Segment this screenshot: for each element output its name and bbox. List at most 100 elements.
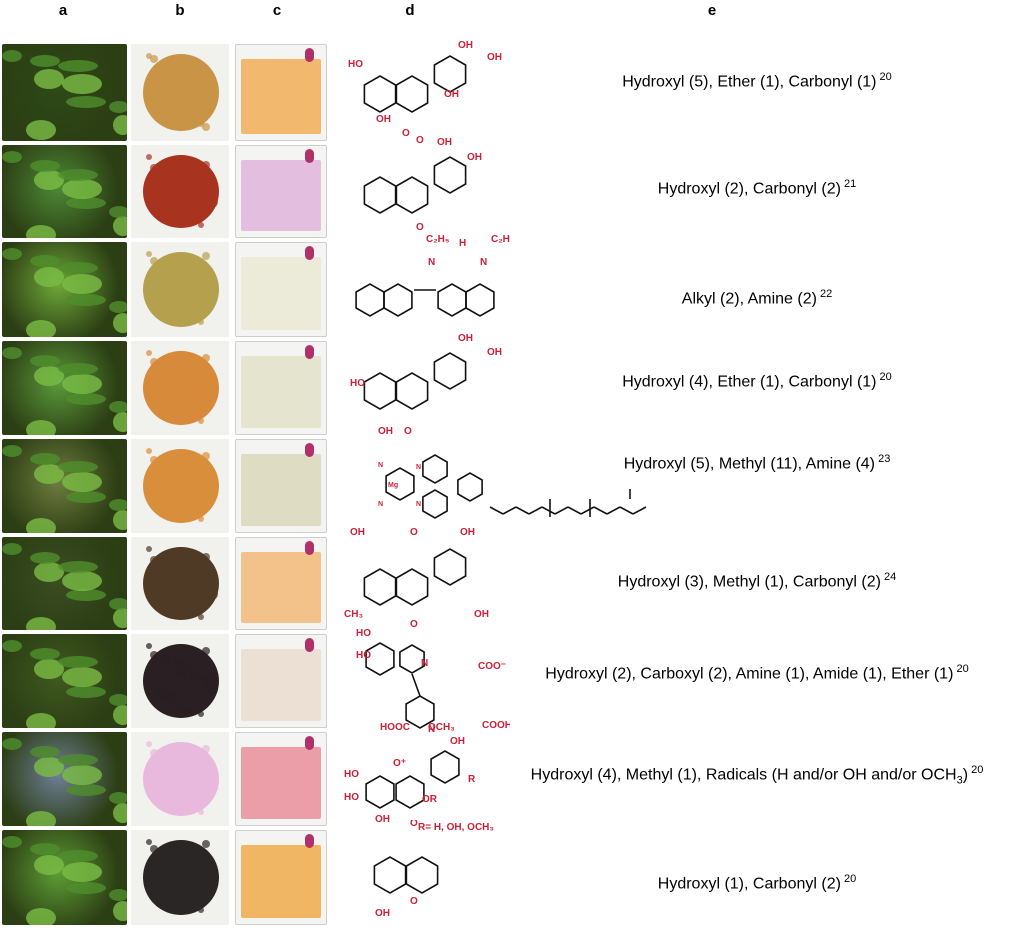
dye-powder <box>131 732 229 826</box>
film-marker <box>305 48 314 62</box>
structure-label: N <box>428 724 435 735</box>
structure-label: OH <box>487 52 502 63</box>
plant-photo <box>2 44 127 141</box>
structure-label: HOOC <box>380 722 410 733</box>
reference-number: 20 <box>876 371 892 383</box>
structure-label: H <box>459 238 466 249</box>
functional-groups-text: Hydroxyl (5), Ether (1), Carbonyl (1) 20 <box>622 71 892 91</box>
film-marker <box>305 149 314 163</box>
structure-label: OH <box>378 426 393 437</box>
structure-label: OH <box>375 814 390 825</box>
film-marker <box>305 541 314 555</box>
plant-photo <box>2 830 127 925</box>
column-header-b: b <box>175 2 185 19</box>
structure-label: HO <box>356 628 371 639</box>
plant-photo <box>2 634 127 728</box>
column-header-e: e <box>707 2 717 19</box>
functional-groups-text: Hydroxyl (3), Methyl (1), Carbonyl (2) 2… <box>617 571 897 591</box>
dyed-film <box>235 732 327 826</box>
functional-groups-text: Hydroxyl (1), Carbonyl (2) 20 <box>657 873 857 893</box>
structure-label: N <box>416 501 421 508</box>
structure-label: C₂H₅ <box>426 234 450 245</box>
dyed-film <box>235 44 327 141</box>
structure-label: O <box>402 128 410 139</box>
film-marker <box>305 246 314 260</box>
film-marker <box>305 345 314 359</box>
plant-photo <box>2 537 127 630</box>
structure-label: HO <box>356 650 371 661</box>
structure-label: OH <box>487 347 502 358</box>
figure-row-2: O OH OH O Hydroxyl (2), Carbonyl (2) 21 <box>0 135 1024 238</box>
functional-groups-text: Hydroxyl (2), Carbonyl (2) 21 <box>657 178 857 198</box>
functional-groups-text: Hydroxyl (2), Carboxyl (2), Amine (1), A… <box>545 663 969 683</box>
structure-label: N <box>416 464 421 471</box>
structure-label: C₂H₅ <box>491 234 510 245</box>
structure-label: O <box>404 426 412 437</box>
figure-row-1: OH OH HO OH OH O Hydroxyl (5), Ether (1), Carb… <box>0 40 1024 141</box>
structure-label: OH <box>450 736 465 747</box>
structure-label: HO <box>344 792 359 803</box>
film-marker <box>305 638 314 652</box>
structure-label: OH <box>467 152 482 163</box>
dyed-film <box>235 145 327 238</box>
reference-number: 20 <box>968 764 984 776</box>
structure-label: OH <box>437 137 452 148</box>
structure-label: R= H, OH, OCH₃ <box>418 822 494 833</box>
reference-number: 20 <box>840 873 857 885</box>
chemical-structure: O OH OH O <box>340 135 510 255</box>
structure-label: O <box>416 222 424 233</box>
plant-photo <box>2 242 127 337</box>
functional-groups-text: Alkyl (2), Amine (2) 22 <box>681 288 833 308</box>
structure-label: OH <box>376 114 391 125</box>
film-marker <box>305 443 314 457</box>
structure-label: OR <box>422 794 438 805</box>
reference-number: 21 <box>840 178 857 190</box>
structure-label: N <box>421 658 428 669</box>
plant-photo <box>2 341 127 435</box>
chemical-structure: C₂H₅HC₂H₅NN <box>340 232 515 352</box>
structure-label: OCH₃ <box>428 722 455 733</box>
reference-number: 24 <box>880 571 897 583</box>
functional-groups-text: Hydroxyl (4), Methyl (1), Radicals (H an… <box>530 764 984 787</box>
dyed-film <box>235 242 327 337</box>
dye-powder <box>131 537 229 630</box>
structure-label: OH <box>350 527 365 538</box>
dye-powder <box>131 242 229 337</box>
dye-powder <box>131 341 229 435</box>
functional-groups-text: Hydroxyl (5), Methyl (11), Amine (4) 23 <box>623 453 891 473</box>
structure-label: O⁺ <box>393 758 406 769</box>
structure-label: OH <box>458 40 473 51</box>
structure-label: O <box>410 619 418 630</box>
plant-photo <box>2 732 127 826</box>
structure-label: O <box>416 135 424 146</box>
dyed-film <box>235 439 327 533</box>
reference-number: 22 <box>816 288 833 300</box>
dye-powder <box>131 44 229 141</box>
dyed-film <box>235 537 327 630</box>
column-header-c: c <box>272 2 282 19</box>
film-marker <box>305 736 314 750</box>
dye-powder <box>131 145 229 238</box>
reference-number: 20 <box>876 71 892 83</box>
structure-label: COOH <box>482 720 510 731</box>
structure-label: OH <box>444 89 459 100</box>
functional-groups-text: Hydroxyl (4), Ether (1), Carbonyl (1) 20 <box>622 371 892 391</box>
structure-label: CH₃ <box>344 609 363 620</box>
structure-label: O <box>410 527 418 538</box>
structure-label: HO <box>348 59 363 70</box>
film-marker <box>305 834 314 848</box>
structure-label: N <box>428 257 435 268</box>
structure-label: HO <box>344 769 359 780</box>
dyed-film <box>235 341 327 435</box>
dye-powder <box>131 830 229 925</box>
